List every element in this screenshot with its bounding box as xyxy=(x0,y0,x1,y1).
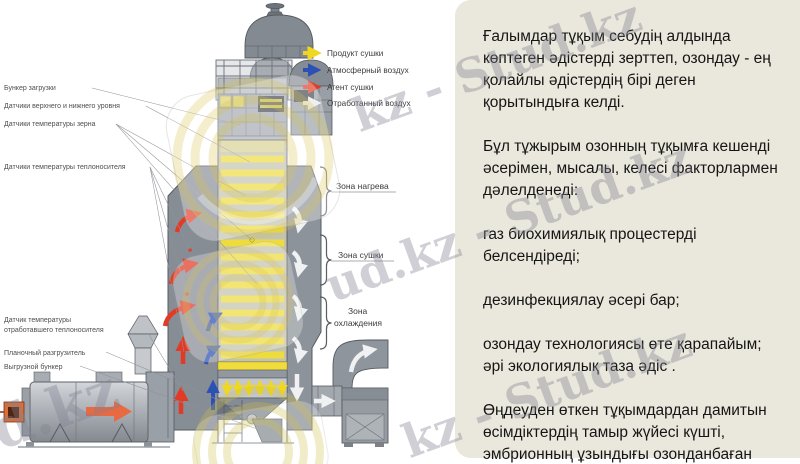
legend: Продукт сушки Атмосферный воздух Агент с… xyxy=(303,45,411,110)
label-exhaust-temp-line1: Датчик температуры xyxy=(4,317,71,324)
watermark-logo-top xyxy=(165,74,341,242)
label-level-sensors: Датчики верхнего и нижнего уровня xyxy=(4,103,120,110)
zone-cooling-label-line2: охлаждения xyxy=(334,318,382,328)
zone-heating-label: Зона нагрева xyxy=(336,181,389,191)
label-discharge-bunker: Выгрузной бункер xyxy=(4,363,63,371)
chimney xyxy=(127,315,159,375)
furnace-drum xyxy=(0,371,175,448)
grain-column xyxy=(217,139,288,363)
zone-drying-label: Зона сушки xyxy=(338,250,384,260)
legend-exhaust-label: Отработанный воздух xyxy=(327,99,411,108)
paragraph-factor-technology: озондау технологиясы өте қарапайым; әрі … xyxy=(483,336,762,375)
label-grain-temp-sensors: Датчики температуры зерна xyxy=(4,121,96,128)
label-coolant-temp-sensors: Датчики температуры теплоносителя xyxy=(4,164,126,171)
discharge-hopper xyxy=(212,361,294,444)
legend-agent-label: Агент сушки xyxy=(327,83,373,92)
tower-window-band xyxy=(217,93,288,137)
watermark-logo-bottom xyxy=(192,386,329,464)
cooling-fan-unit xyxy=(311,339,389,447)
scaffold-frame xyxy=(215,59,293,101)
label-exhaust-temp-line2: отработавшего теплоносителя xyxy=(4,326,104,334)
label-slat-unloader: Планочный разгрузитель xyxy=(4,349,86,357)
paragraph-conclusion: Ғалымдар тұқым себудің алдында көптеген … xyxy=(483,28,771,111)
panel-text-block: Ғалымдар тұқым себудің алдында көптеген … xyxy=(483,26,785,464)
paragraph-factors-intro: Бұл тұжырым озонның тұқымға кешенді әсер… xyxy=(483,138,778,199)
zone-cooling-label-line1: Зона xyxy=(348,306,368,316)
leader-lines xyxy=(79,87,264,432)
paragraph-factor-disinfection: дезинфекциялау әсері бар; xyxy=(483,292,680,309)
exhaust-air-arrows xyxy=(289,206,308,402)
grain-dryer-diagram: Бункер загрузки Датчики верхнего и нижне… xyxy=(0,3,411,464)
legend-atmospheric-label: Атмосферный воздух xyxy=(327,66,409,75)
paragraph-result: Өңдеуден өткен тұқымдардан дамитын өсімд… xyxy=(483,402,767,463)
ladder xyxy=(223,400,243,442)
burner xyxy=(0,401,25,423)
cyclone-dome xyxy=(244,14,314,81)
paragraph-factor-biochemical: газ биохимиялық процестерді белсендіреді… xyxy=(483,226,697,265)
label-bunker: Бункер загрузки xyxy=(4,85,56,92)
drying-agent-arrow xyxy=(86,401,132,422)
exhaust-housing xyxy=(288,59,334,136)
watermark-logo-middle xyxy=(172,241,304,363)
legend-product-label: Продукт сушки xyxy=(327,49,383,58)
text-panel: Ғалымдар тұқым себудің алдында көптеген … xyxy=(455,0,800,463)
zone-annotations xyxy=(319,166,396,350)
